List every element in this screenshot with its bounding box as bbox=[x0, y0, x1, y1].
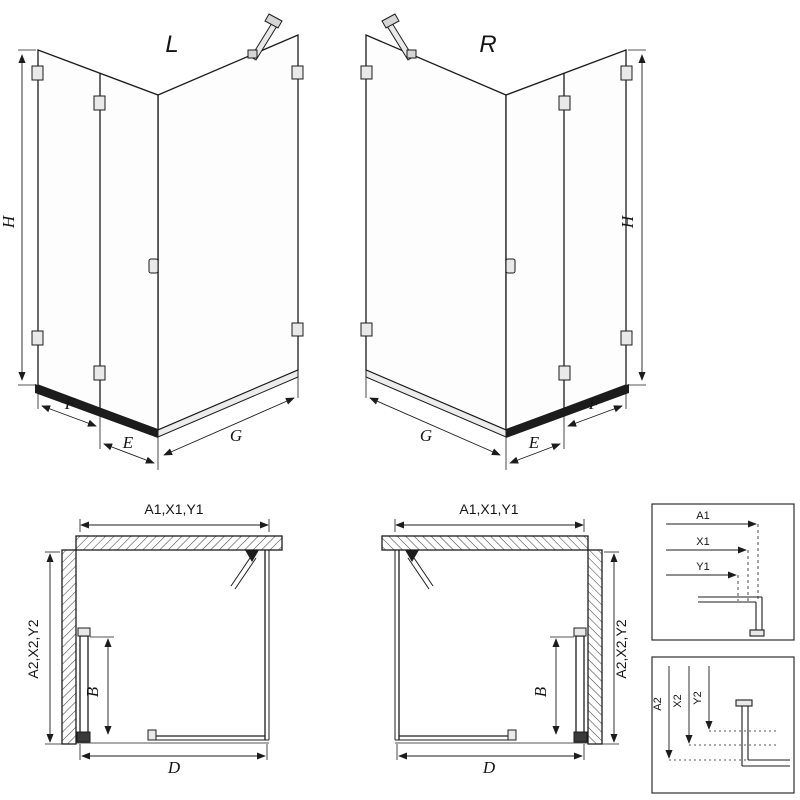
plan-dim-side-left: A2,X2,Y2 bbox=[25, 619, 41, 678]
detail-box-border bbox=[651, 503, 795, 641]
dim-label-f-right: F bbox=[588, 394, 600, 413]
detail-box-border bbox=[651, 656, 795, 794]
plan-dim-top-left: A1,X1,Y1 bbox=[144, 501, 203, 517]
detail-box-horizontal bbox=[651, 503, 795, 641]
reference-dotted-lines bbox=[669, 730, 778, 761]
detail-label-a2: A2 bbox=[652, 697, 664, 710]
profile-section-icon bbox=[698, 596, 765, 637]
plan-view-left-art bbox=[45, 519, 282, 760]
plan-dim-top-right: A1,X1,Y1 bbox=[459, 501, 518, 517]
detail-label-y2: Y2 bbox=[692, 691, 704, 704]
dim-label-g-right: G bbox=[420, 426, 432, 445]
iso-view-right-art bbox=[361, 14, 646, 470]
plan-view-right-art bbox=[382, 519, 619, 760]
detail-box-vertical bbox=[651, 656, 795, 794]
dim-label-height-left: H bbox=[0, 214, 18, 229]
view-label-right: R bbox=[479, 31, 496, 58]
detail-label-x2: X2 bbox=[672, 694, 684, 707]
detail-label-a1: A1 bbox=[696, 510, 709, 522]
view-label-left: L bbox=[165, 31, 178, 58]
dim-label-e-right: E bbox=[528, 433, 540, 452]
detail-label-y1: Y1 bbox=[696, 561, 709, 573]
detail-label-x1: X1 bbox=[696, 536, 709, 548]
plan-dim-door-right: B bbox=[531, 686, 550, 697]
plan-dim-door-left: B bbox=[83, 686, 102, 697]
reference-dashed-lines bbox=[737, 524, 759, 601]
profile-section-icon bbox=[735, 699, 790, 767]
iso-view-left-art bbox=[18, 14, 303, 470]
plan-dim-bottom-left: D bbox=[167, 758, 181, 777]
dim-label-g-left: G bbox=[230, 426, 242, 445]
plan-dim-bottom-right: D bbox=[482, 758, 496, 777]
plan-dim-side-right: A2,X2,Y2 bbox=[613, 619, 629, 678]
dim-label-e-left: E bbox=[122, 433, 134, 452]
dim-label-height-right: H bbox=[618, 214, 637, 229]
dim-label-f-left: F bbox=[64, 394, 76, 413]
